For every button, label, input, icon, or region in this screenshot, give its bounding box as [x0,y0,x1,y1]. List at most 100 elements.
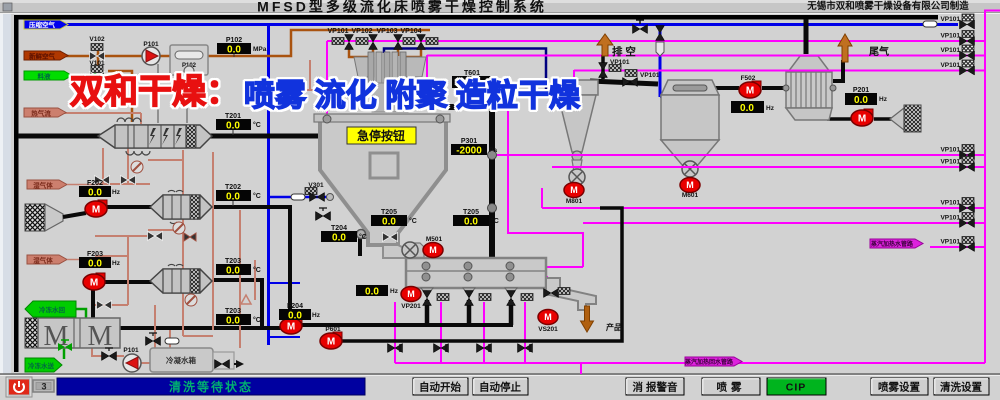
svg-text:VS201: VS201 [538,326,558,333]
svg-text:Hz: Hz [112,189,121,196]
svg-text:VP101: VP101 [940,16,960,23]
svg-text:T203: T203 [225,308,241,315]
svg-text:Hz: Hz [390,288,399,295]
svg-text:M601: M601 [682,192,699,199]
svg-text:VP101: VP101 [940,33,960,40]
svg-text:VP101: VP101 [640,72,660,79]
svg-text:Hz: Hz [879,96,888,103]
svg-text:T202: T202 [225,184,241,191]
svg-text:VP101: VP101 [940,215,960,222]
svg-text:F204: F204 [287,303,303,310]
svg-text:°C: °C [253,266,261,274]
svg-text:0.0: 0.0 [288,311,302,322]
svg-text:自动停止: 自动停止 [479,381,521,394]
svg-text:料液: 料液 [38,72,52,81]
svg-text:M: M [88,321,113,352]
svg-text:清洗设置: 清洗设置 [940,381,982,394]
svg-text:0.0: 0.0 [227,45,241,56]
svg-text:湿气体: 湿气体 [33,256,53,265]
svg-text:0.0: 0.0 [226,121,240,132]
svg-text:V102: V102 [89,36,105,43]
svg-text:0.0: 0.0 [382,217,396,228]
svg-text:°C: °C [253,316,261,324]
svg-text:0.0: 0.0 [226,316,240,327]
svg-text:无锡市双和喷雾干燥设备有限公司制造: 无锡市双和喷雾干燥设备有限公司制造 [806,0,969,12]
svg-text:清洗等待状态: 清洗等待状态 [169,379,253,394]
svg-text:0.0: 0.0 [226,266,240,277]
svg-text:喷雾: 喷雾 [717,381,746,394]
svg-text:VP102: VP102 [351,28,372,35]
svg-text:VP101: VP101 [940,147,960,154]
svg-text:VP101: VP101 [327,28,348,35]
svg-text:0.0: 0.0 [464,217,478,228]
svg-text:°C: °C [409,217,417,225]
svg-text:自动开始: 自动开始 [419,381,461,394]
svg-text:VP101: VP101 [940,159,960,166]
svg-text:°C: °C [359,233,367,241]
svg-text:T204: T204 [331,225,347,232]
svg-text:VP201: VP201 [401,303,421,310]
svg-text:°C: °C [494,79,502,87]
svg-text:VP101: VP101 [940,62,960,69]
svg-text:VP101: VP101 [940,200,960,207]
svg-text:T205: T205 [381,209,397,216]
svg-text:Hz: Hz [766,105,775,112]
svg-text:VP101: VP101 [610,59,630,66]
svg-text:0.0: 0.0 [226,192,240,203]
svg-text:P102: P102 [226,37,242,44]
svg-text:P101: P101 [143,41,159,48]
svg-text:Hz: Hz [112,260,121,267]
svg-text:冷冻水送: 冷冻水送 [28,361,55,370]
svg-text:新鲜空气: 新鲜空气 [29,52,56,61]
svg-text:P101: P101 [123,347,139,354]
svg-text:压缩空气: 压缩空气 [29,20,56,29]
svg-text:MFSD型多级流化床喷雾干燥控制系统: MFSD型多级流化床喷雾干燥控制系统 [257,0,547,15]
svg-text:0.0: 0.0 [88,259,102,270]
svg-text:MPa: MPa [253,46,267,53]
svg-text:T205: T205 [463,209,479,216]
svg-text:F202: F202 [87,180,103,187]
svg-text:Pa: Pa [489,147,497,154]
svg-text:蒸汽加热水管路: 蒸汽加热水管路 [871,240,914,248]
svg-text:M501: M501 [426,236,443,243]
svg-text:VP104: VP104 [400,28,421,35]
svg-text:VP101: VP101 [940,239,960,246]
svg-text:°C: °C [253,192,261,200]
svg-text:°C: °C [491,217,499,225]
svg-text:V301: V301 [308,182,324,189]
svg-text:-2000: -2000 [456,146,482,157]
svg-text:T203: T203 [225,258,241,265]
svg-text:热气流: 热气流 [31,109,51,118]
svg-text:CIP: CIP [786,382,807,394]
svg-text:尾气: 尾气 [869,45,889,58]
svg-text:M: M [44,321,69,352]
svg-text:喷雾设置: 喷雾设置 [878,381,920,394]
svg-text:F502: F502 [741,75,756,82]
svg-text:排 空: 排 空 [612,45,636,58]
svg-text:0.0: 0.0 [365,287,379,298]
svg-text:VP103: VP103 [376,28,397,35]
svg-text:P601: P601 [325,326,341,333]
svg-text:冷凝水箱: 冷凝水箱 [166,355,196,365]
svg-text:0.0: 0.0 [854,95,868,106]
svg-text:°C: °C [253,121,261,129]
svg-text:急停按钮: 急停按钮 [357,128,405,143]
svg-text:产品: 产品 [606,322,622,332]
svg-text:0.0: 0.0 [332,233,346,244]
svg-text:0.0: 0.0 [740,103,754,114]
svg-text:P301: P301 [461,138,477,145]
svg-text:F203: F203 [87,251,103,258]
svg-text:冷冻水回: 冷冻水回 [39,305,66,314]
svg-text:0.0: 0.0 [88,188,102,199]
svg-text:湿气体: 湿气体 [33,181,53,190]
svg-text:P201: P201 [853,87,869,94]
svg-text:M801: M801 [566,198,583,205]
svg-text:蒸汽加热回水管路: 蒸汽加热回水管路 [685,358,734,366]
svg-text:V101: V101 [89,60,105,67]
svg-text:T601: T601 [464,70,480,77]
svg-text:Hz: Hz [312,312,321,319]
svg-text:0.0: 0.0 [465,78,479,89]
svg-text:VP101: VP101 [940,47,960,54]
svg-text:T201: T201 [225,113,241,120]
svg-text:3: 3 [41,382,46,392]
